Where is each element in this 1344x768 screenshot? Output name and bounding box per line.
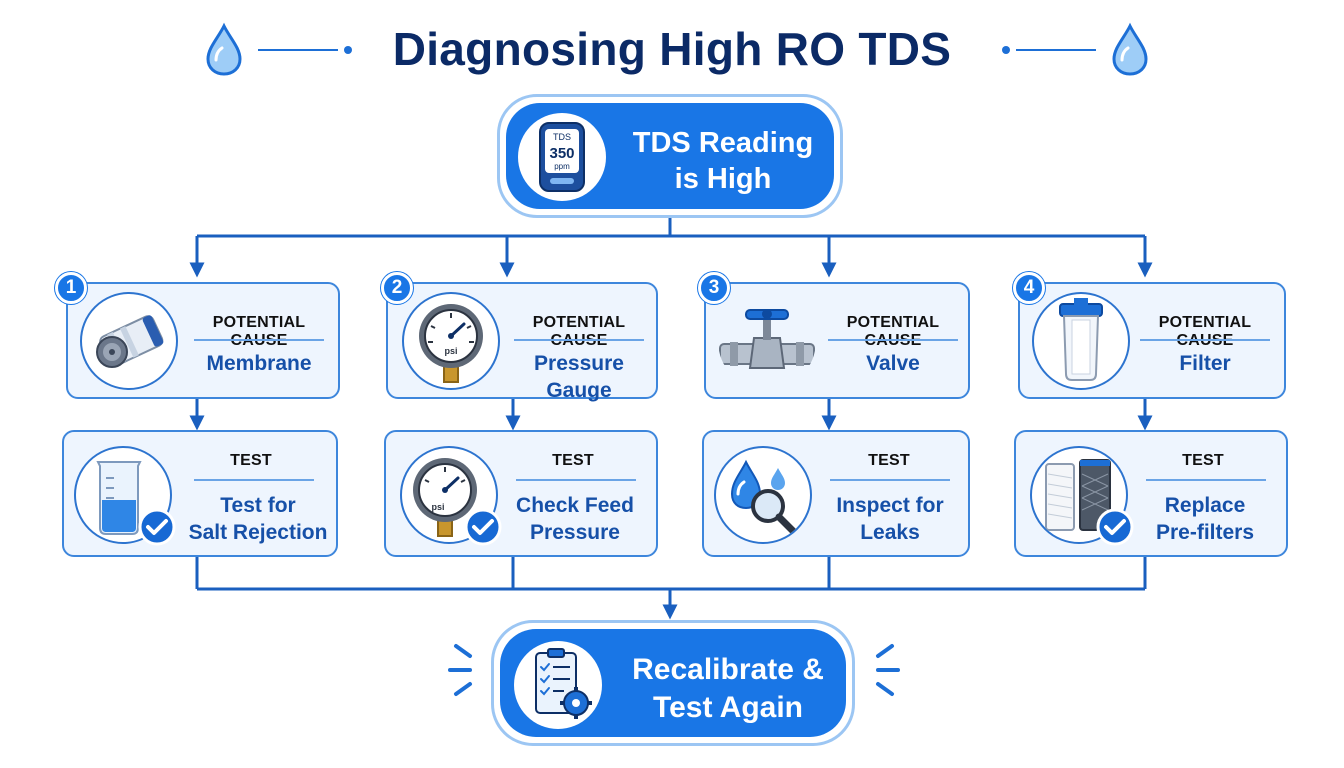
cause-value: Filter [1179,352,1231,375]
pre-filter-cartridges-icon [1030,446,1128,544]
burst-lines-icon [448,644,472,696]
cause-divider [828,339,958,341]
cause-divider [1140,339,1270,341]
test-divider [516,479,636,481]
test-line-2: Pre-filters [1155,521,1255,544]
step-badge-2: 2 [381,272,413,304]
cause-label: POTENTIAL CAUSE [1158,314,1252,349]
svg-text:ppm: ppm [554,162,570,171]
test-label: TEST [868,452,910,469]
end-node-text: Recalibrate & Test Again [618,651,838,727]
svg-text:psi: psi [444,346,457,356]
cause-value: Valve [866,352,920,375]
check-badge-icon [464,508,502,546]
test-divider [830,479,950,481]
end-node: Recalibrate & Test Again [491,620,855,746]
end-line-2: Test Again [652,691,803,724]
end-node-fill: Recalibrate & Test Again [500,629,846,737]
cause-value: Pressure Gauge [534,352,624,402]
start-node-text: TDS Reading is High [618,125,828,197]
leak-magnifier-icon [714,446,812,544]
test-line-2: Leaks [860,521,920,544]
start-node-fill: TDS 350 ppm TDS Reading is High [506,103,834,209]
cause-label: POTENTIAL CAUSE [532,314,626,349]
start-line-2: is High [674,163,772,195]
burst-lines-icon [876,644,900,696]
start-line-1: TDS Reading [632,127,814,159]
cause-card-membrane: POTENTIAL CAUSE Membrane [66,282,340,399]
cause-card-filter: POTENTIAL CAUSE Filter [1018,282,1286,399]
test-line-2: Pressure [530,521,620,544]
test-value: Replace Pre-filters [1132,492,1278,546]
check-badge-icon [138,508,176,546]
test-line-1: Test for [220,494,296,517]
cause-card-valve: POTENTIAL CAUSE Valve [704,282,970,399]
filter-housing-icon [1032,292,1130,390]
cause-label: POTENTIAL CAUSE [212,314,306,349]
test-card-feed-pressure: psi TEST Check Feed Pressure [384,430,658,557]
test-line-1: Inspect for [836,494,944,517]
water-drop-icon [206,22,242,76]
cause-divider [194,339,324,341]
test-line-1: Replace [1164,494,1246,517]
svg-text:350: 350 [549,145,574,162]
checklist-gear-icon [514,641,602,729]
cause-label: POTENTIAL CAUSE [846,314,940,349]
test-card-leaks: TEST Inspect for Leaks [702,430,970,557]
title-left-rule [258,46,352,54]
test-line-2: Salt Rejection [188,521,328,544]
start-node: TDS 350 ppm TDS Reading is High [497,94,843,218]
valve-icon [718,292,816,390]
pressure-gauge-icon: psi [402,292,500,390]
check-badge-icon [1096,508,1134,546]
test-label: TEST [552,452,594,469]
water-drop-icon [1112,22,1148,76]
test-label: TEST [230,452,272,469]
test-label: TEST [1182,452,1224,469]
tds-meter-icon: TDS 350 ppm [518,113,606,201]
cause-card-pressure-gauge: psi POTENTIAL CAUSE Pressure Gauge [386,282,658,402]
end-line-1: Recalibrate & [632,653,824,686]
test-card-pre-filters: TEST Replace Pre-filters [1014,430,1288,557]
cause-divider [514,339,644,341]
svg-text:TDS: TDS [553,132,571,142]
test-value: Check Feed Pressure [502,492,648,546]
step-badge-3: 3 [698,272,730,304]
test-card-salt-rejection: TEST Test for Salt Rejection [62,430,338,557]
title-right-rule [1002,46,1096,54]
step-badge-1: 1 [55,272,87,304]
cause-value: Membrane [206,352,312,375]
test-divider [194,479,314,481]
test-divider [1146,479,1266,481]
test-value: Inspect for Leaks [816,492,964,546]
step-badge-4: 4 [1013,272,1045,304]
page-title: Diagnosing High RO TDS [392,23,952,75]
test-line-1: Check Feed [516,494,634,517]
membrane-icon [80,292,178,390]
test-value: Test for Salt Rejection [182,492,334,546]
svg-text:psi: psi [431,502,444,512]
